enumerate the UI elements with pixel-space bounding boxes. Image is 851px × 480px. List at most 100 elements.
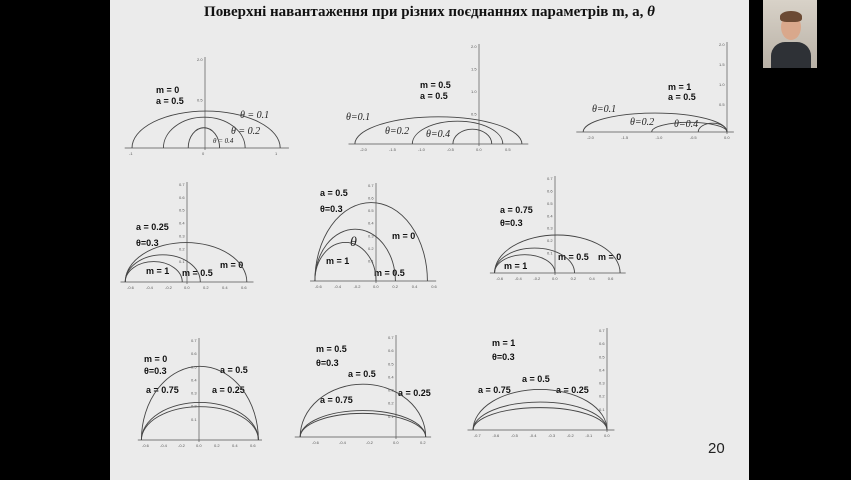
- x-tick-label: -2.0: [360, 147, 368, 152]
- y-tick-label: 2.0: [471, 44, 477, 49]
- x-tick-label: 0.2: [392, 284, 398, 289]
- plot-a075-theta03: a = 0.75 θ=0.3 m = 1 m = 0.5 m = 0 -0.6-…: [489, 176, 626, 281]
- x-tick-label: 0.4: [232, 443, 238, 448]
- plot-m0-a05: m = 0 a = 0.5 θ = 0.1 θ = 0.2 θ = 0.4 -1…: [124, 57, 289, 156]
- presentation-slide: [110, 0, 749, 480]
- plot-label: θ = 0.4: [213, 137, 234, 145]
- load-surface-curve: [494, 247, 575, 274]
- y-tick-label: 0.1: [599, 407, 605, 412]
- load-surface-curve: [124, 254, 201, 283]
- y-tick-label: 0.2: [368, 246, 374, 251]
- load-surface-curve: [124, 242, 248, 283]
- x-tick-label: -0.6: [492, 433, 500, 438]
- plot-label: θ=0.1: [592, 104, 616, 115]
- plot-label: m = 0: [220, 260, 243, 270]
- y-tick-label: 1.0: [471, 89, 477, 94]
- plot-label: θ = 0.2: [231, 126, 260, 137]
- load-surface-curve: [494, 254, 556, 274]
- y-tick-label: 0.7: [388, 335, 394, 340]
- plot-label: m = 1: [146, 266, 169, 276]
- y-tick-label: 0.1: [547, 251, 553, 256]
- x-tick-label: 0.0: [373, 284, 379, 289]
- y-tick-label: 0.7: [368, 183, 374, 188]
- plot-label: a = 0.75: [320, 395, 353, 405]
- plot-label: θ=0.3: [136, 238, 159, 248]
- x-tick-label: 0.0: [552, 276, 558, 281]
- y-tick-label: 0.5: [471, 112, 477, 117]
- load-surface-curve: [314, 202, 428, 282]
- x-tick-label: 0.2: [214, 443, 220, 448]
- y-tick-label: 0.6: [599, 341, 605, 346]
- x-tick-label: -0.5: [511, 433, 519, 438]
- y-tick-label: 1.5: [471, 67, 477, 72]
- x-tick-label: 0.5: [505, 147, 511, 152]
- load-surface-curve: [651, 121, 728, 133]
- y-tick-label: 0.7: [599, 328, 605, 333]
- plot-m0-theta03: m = 0 θ=0.3 a = 0.5 a = 0.75 a = 0.25 -0…: [137, 338, 262, 448]
- y-tick-label: 0.4: [179, 221, 185, 226]
- participant-hair: [780, 11, 802, 22]
- x-tick-label: -1.0: [418, 147, 426, 152]
- y-tick-label: 0.3: [547, 226, 553, 231]
- plot-label: θ=0.1: [346, 112, 370, 123]
- plot-m1-theta03: m = 1 θ=0.3 a = 0.5 a = 0.75 a = 0.25 -0…: [467, 328, 615, 438]
- x-tick-label: -0.5: [690, 135, 698, 140]
- plot-a025-theta03: a = 0.25 θ=0.3 m = 1 m = 0.5 m = 0 -0.6-…: [120, 182, 254, 290]
- x-tick-label: 0.0: [604, 433, 610, 438]
- load-surface-curve: [299, 412, 427, 438]
- x-tick-label: -0.6: [312, 440, 320, 445]
- load-surface-curve: [124, 261, 183, 283]
- plot-label: θ=0.3: [316, 358, 339, 368]
- x-tick-label: -1.0: [656, 135, 664, 140]
- x-tick-label: 0.2: [571, 276, 577, 281]
- y-tick-label: 0.6: [547, 188, 553, 193]
- x-tick-label: 0.0: [184, 285, 190, 290]
- plot-label: m = 0.5: [316, 344, 347, 354]
- plot-a05-theta03: a = 0.5 θ=0.3 m = 0 θ m = 1 m = 0.5 -0.6…: [310, 183, 438, 289]
- y-tick-label: 0.5: [547, 201, 553, 206]
- slide-title-theta: θ: [647, 4, 655, 20]
- plot-label: θ=0.4: [674, 119, 698, 130]
- load-surface-curve: [187, 127, 221, 149]
- plot-label: θ=0.2: [385, 126, 409, 137]
- y-tick-label: 0.4: [368, 221, 374, 226]
- plot-m05-theta03: m = 0.5 θ=0.3 a = 0.5 a = 0.75 a = 0.25 …: [294, 335, 432, 445]
- y-tick-label: 0.3: [191, 391, 197, 396]
- plot-label: a = 0.5: [156, 96, 184, 106]
- plot-label: θ=0.4: [426, 129, 450, 140]
- plot-label: a = 0.75: [146, 385, 179, 395]
- y-tick-label: 0.2: [599, 394, 605, 399]
- y-tick-label: 0.6: [388, 348, 394, 353]
- page-number: 20: [708, 440, 725, 457]
- load-surface-curve: [314, 228, 396, 282]
- x-tick-label: -0.2: [366, 440, 374, 445]
- load-surface-curve: [140, 406, 259, 441]
- y-tick-label: 0.2: [191, 404, 197, 409]
- x-tick-label: 0.4: [222, 285, 228, 290]
- x-tick-label: 0.6: [250, 443, 256, 448]
- webcam-video-thumbnail[interactable]: [763, 0, 817, 68]
- y-tick-label: 2.0: [197, 57, 203, 62]
- y-tick-label: 0.6: [179, 195, 185, 200]
- plot-label: m = 0.5: [558, 252, 589, 262]
- plot-m05-a05: m = 0.5 a = 0.5 θ=0.1 θ=0.2 θ=0.4 -2.0-1…: [346, 44, 529, 152]
- x-tick-label: -0.1: [585, 433, 593, 438]
- plot-label: θ=0.3: [320, 204, 343, 214]
- x-tick-label: -1.5: [389, 147, 397, 152]
- x-tick-label: 0.4: [589, 276, 595, 281]
- y-tick-label: 0.2: [547, 238, 553, 243]
- plot-label: a = 0.5: [320, 188, 348, 198]
- load-surface-curve: [411, 120, 504, 145]
- plot-label: m = 0: [144, 354, 167, 364]
- x-tick-label: 0.0: [393, 440, 399, 445]
- plot-label: m = 0: [156, 85, 179, 95]
- y-tick-label: 0.5: [197, 98, 203, 103]
- plot-label: θ=0.3: [492, 352, 515, 362]
- slide-title-text: Поверхні навантаження при різних поєднан…: [204, 4, 648, 20]
- load-surface-curve: [140, 402, 259, 441]
- x-tick-label: -0.4: [339, 440, 347, 445]
- y-tick-label: 0.6: [191, 351, 197, 356]
- plot-label: m = 0.5: [374, 268, 405, 278]
- plot-label: m = 0: [392, 231, 415, 241]
